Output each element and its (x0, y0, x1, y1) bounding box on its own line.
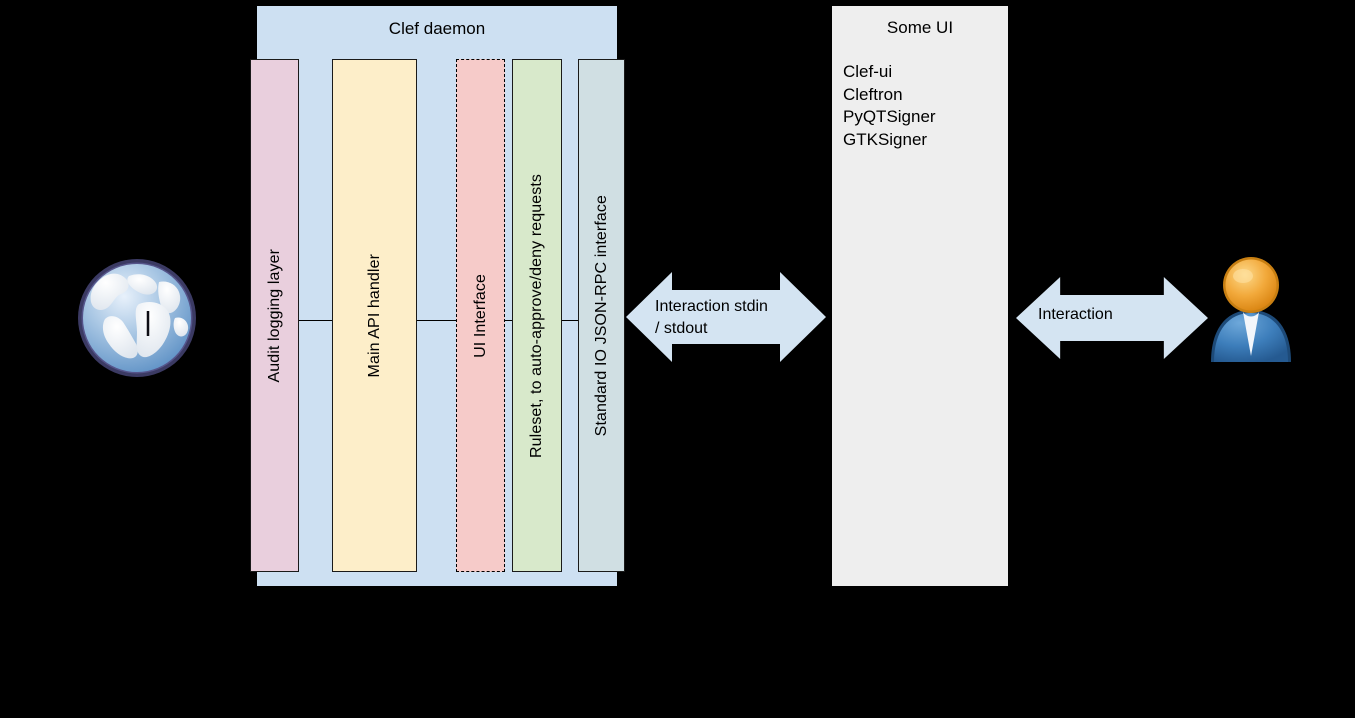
list-item: Cleftron (843, 84, 903, 104)
connector-ui-ruleset (505, 320, 512, 321)
ui-interface-box-label: UI Interface (471, 273, 489, 358)
audit-log-box[interactable]: Audit logging layer (250, 59, 299, 572)
ui-interface-box[interactable]: UI Interface (456, 59, 505, 572)
stdio-arrow-label-line1: Interaction stdin (655, 298, 768, 315)
connector-audit-api (299, 320, 332, 321)
list-item: GTKSigner (843, 129, 928, 149)
some-ui-title: Some UI (886, 18, 954, 37)
user-icon-svg (1211, 257, 1291, 362)
interaction-arrow-label: Interaction (1038, 306, 1113, 323)
clef-daemon-title: Clef daemon (388, 19, 486, 38)
list-item: Clef-ui (843, 62, 893, 81)
clef-daemon-container (257, 6, 617, 586)
stdio-jsonrpc-box[interactable]: Standard IO JSON-RPC interface (578, 59, 625, 572)
stdio-arrow-label-line2: / stdout (655, 320, 708, 337)
user-icon (1203, 252, 1299, 364)
audit-log-box-label: Audit logging layer (265, 248, 283, 383)
stdio-arrow-label: Interaction stdin / stdout (655, 296, 805, 340)
connector-ruleset-std (562, 320, 578, 321)
globe-icon (75, 256, 199, 380)
api-handler-box[interactable]: Main API handler (332, 59, 417, 572)
ruleset-box[interactable]: Ruleset, to auto-approve/deny requests (512, 59, 562, 572)
api-handler-box-label: Main API handler (365, 253, 383, 378)
list-item: PyQTSigner (843, 107, 936, 126)
stdio-jsonrpc-box-label: Standard IO JSON-RPC interface (592, 194, 610, 437)
some-ui-panel: Some UI Clef-ui Cleftron PyQTSigner GTKS… (832, 6, 1008, 586)
some-ui-list: Clef-ui Cleftron PyQTSigner GTKSigner (843, 61, 936, 151)
connector-api-ui (417, 320, 456, 321)
ruleset-box-label: Ruleset, to auto-approve/deny requests (528, 173, 545, 458)
globe-icon-svg (78, 259, 196, 377)
